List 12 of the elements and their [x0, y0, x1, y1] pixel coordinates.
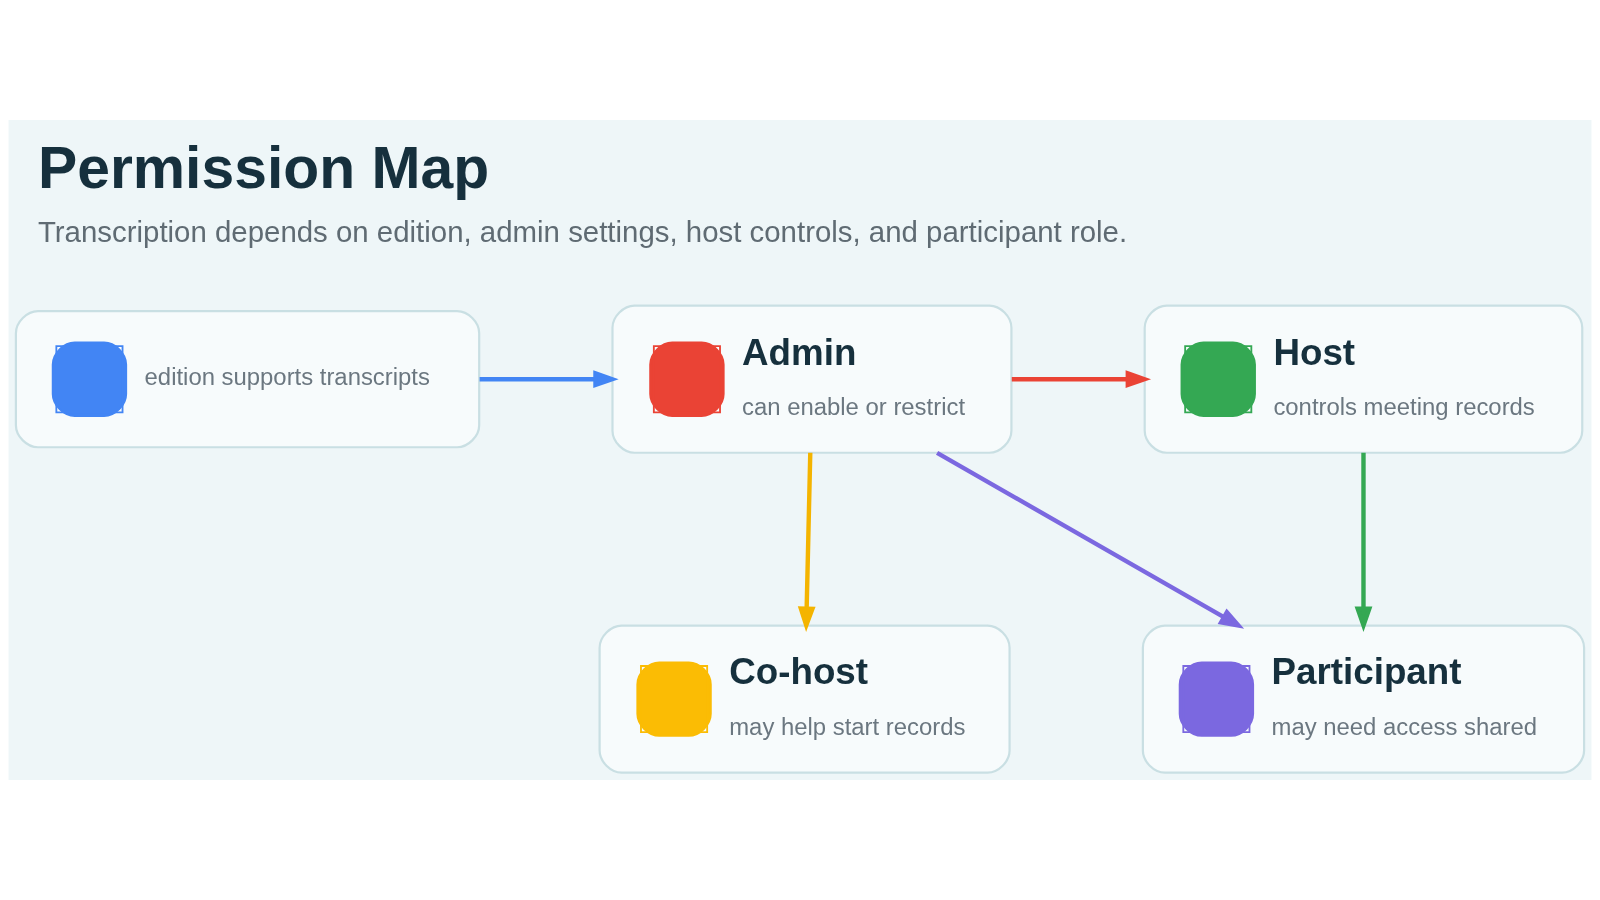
node-box: Co-host may help start records [598, 624, 1011, 774]
caption: Transcription depends on edition, admin settings, host controls, and participant role. [37, 214, 1128, 248]
node-box: Admin can enable or restrict [611, 304, 1013, 454]
node-box: edition supports transcripts [14, 310, 481, 449]
node-box: Participant may need access shared [1141, 624, 1586, 774]
arrow [1354, 452, 1373, 632]
diagram-title: Permission Map [37, 135, 490, 201]
arrow [479, 370, 619, 389]
arrow [1011, 370, 1152, 389]
arrow [936, 450, 1245, 629]
node-box: Host controls meeting records [1143, 304, 1584, 454]
arrow [797, 452, 816, 632]
